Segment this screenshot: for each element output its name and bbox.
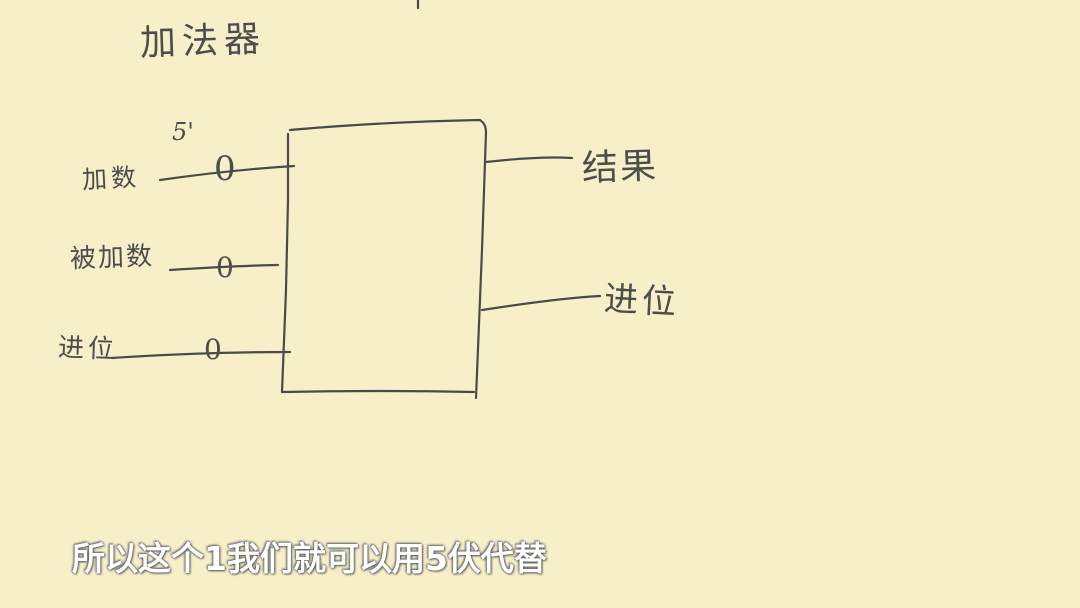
annotation-five: 5' [172, 118, 194, 146]
adder-box-right-edge [288, 118, 488, 400]
input-label-carry-in: 进位 [57, 332, 119, 366]
input-line-addend [158, 164, 296, 182]
adder-box-left-edge [280, 132, 290, 394]
input-value-augend: 0 [216, 251, 234, 284]
input-label-addend: 加数 [81, 162, 141, 195]
adder-box-bottom-edge [280, 389, 476, 394]
input-line-augend [168, 263, 280, 272]
output-line-result [484, 156, 574, 164]
output-label-carry-out: 进位 [603, 279, 681, 323]
diagram-title: 加法器 [139, 18, 267, 65]
input-value-addend: 0 [214, 149, 236, 189]
video-subtitle: 所以这个1我们就可以用5伏代替 [72, 539, 547, 578]
output-label-result: 结果 [581, 145, 659, 190]
input-value-carry-in: 0 [204, 333, 222, 366]
output-line-carry-out [480, 294, 602, 312]
input-line-carry-in [110, 350, 292, 360]
input-label-augend: 被加数 [69, 241, 155, 275]
